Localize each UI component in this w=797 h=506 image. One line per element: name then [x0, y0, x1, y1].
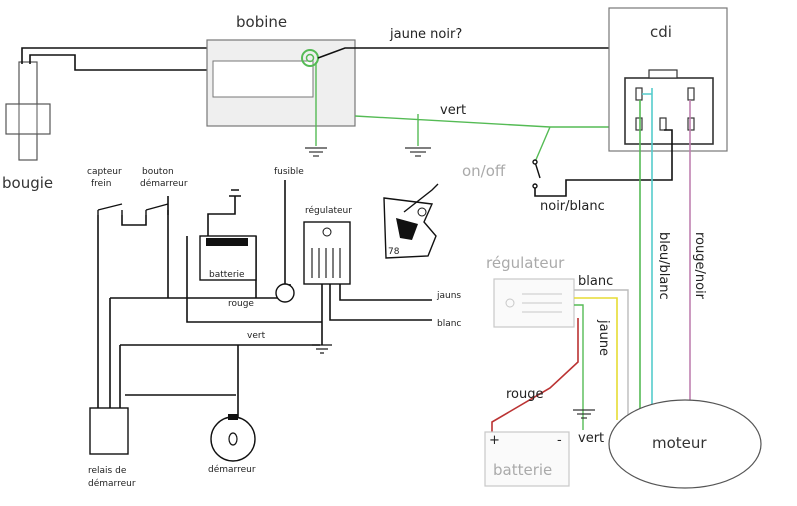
on-off-label: on/off: [462, 162, 506, 180]
capteur-frein-label-1: capteur: [87, 167, 122, 177]
battery-box-right: [484, 431, 570, 487]
moteur-label: moteur: [652, 434, 707, 452]
ground-symbol-2: [405, 147, 431, 157]
ground-symbol-1: [305, 147, 327, 157]
coil-inner-box: [212, 60, 314, 98]
rouge-left-label: rouge: [228, 299, 254, 309]
demarreur-label: démarreur: [208, 464, 256, 475]
regulateur-right-label: régulateur: [486, 254, 565, 272]
rouge-wire-right: [491, 318, 579, 432]
b-logo: 78: [383, 183, 439, 259]
vert-right-label: vert: [578, 431, 604, 446]
plus-label: +: [489, 433, 500, 448]
vert-left-label: vert: [247, 331, 266, 341]
noir-blanc-label: noir/blanc: [540, 199, 605, 214]
batterie-left-label: batterie: [209, 270, 245, 280]
bouton-demarreur-label-2: démarreur: [140, 178, 188, 189]
start-button-switch: [145, 203, 169, 215]
rouge-right-label: rouge: [506, 387, 544, 402]
rouge-noir-label: rouge/noir: [692, 232, 707, 300]
blanc-left-label: blanc: [437, 319, 461, 329]
cdi-label: cdi: [650, 23, 672, 41]
regulator-box-left: [303, 221, 351, 285]
starter-motor: [210, 416, 256, 462]
regulateur-left-label: régulateur: [305, 205, 352, 216]
starter-relay-box: [89, 407, 129, 455]
batterie-right-label: batterie: [493, 461, 552, 479]
ground-symbol-4: [312, 344, 332, 354]
jaune-wire-right: [574, 297, 618, 420]
ground-symbol-3: [573, 409, 595, 419]
cyan-wire-cdi: [642, 88, 653, 420]
fuse-symbol: [275, 283, 295, 303]
relais-label-1: relais de: [88, 466, 127, 476]
logo-number: 78: [388, 247, 400, 257]
vert-wire-right: [574, 304, 584, 430]
blanc-right-label: blanc: [578, 274, 613, 289]
jaune-right-label: jaune: [596, 319, 611, 356]
on-off-switch: [532, 159, 541, 189]
ht-lead-wire: [21, 47, 207, 71]
fusible-label: fusible: [274, 167, 304, 177]
starter-wiring: [97, 196, 432, 418]
capteur-frein-label-2: frein: [91, 179, 111, 189]
brake-switch: [97, 203, 123, 215]
blanc-wire-right: [574, 289, 629, 420]
jaune-left-label: jauns: [436, 291, 461, 301]
bougie-label: bougie: [2, 174, 53, 192]
bobine-label: bobine: [236, 13, 287, 31]
vert-ground-wire: [315, 62, 628, 163]
spark-plug: [5, 61, 51, 161]
jaune-noir-label: jaune noir?: [389, 27, 462, 42]
jaune-noir-wire: [317, 47, 630, 91]
vert-top-label: vert: [440, 103, 466, 118]
motor-ellipse: [608, 399, 762, 489]
bouton-demarreur-label-1: bouton: [142, 167, 174, 177]
cdi-pins: [635, 87, 695, 131]
noir-blanc-wire: [534, 129, 673, 197]
bleu-blanc-label: bleu/blanc: [656, 232, 671, 300]
relais-label-2: démarreur: [88, 478, 136, 489]
minus-label: -: [557, 433, 562, 448]
